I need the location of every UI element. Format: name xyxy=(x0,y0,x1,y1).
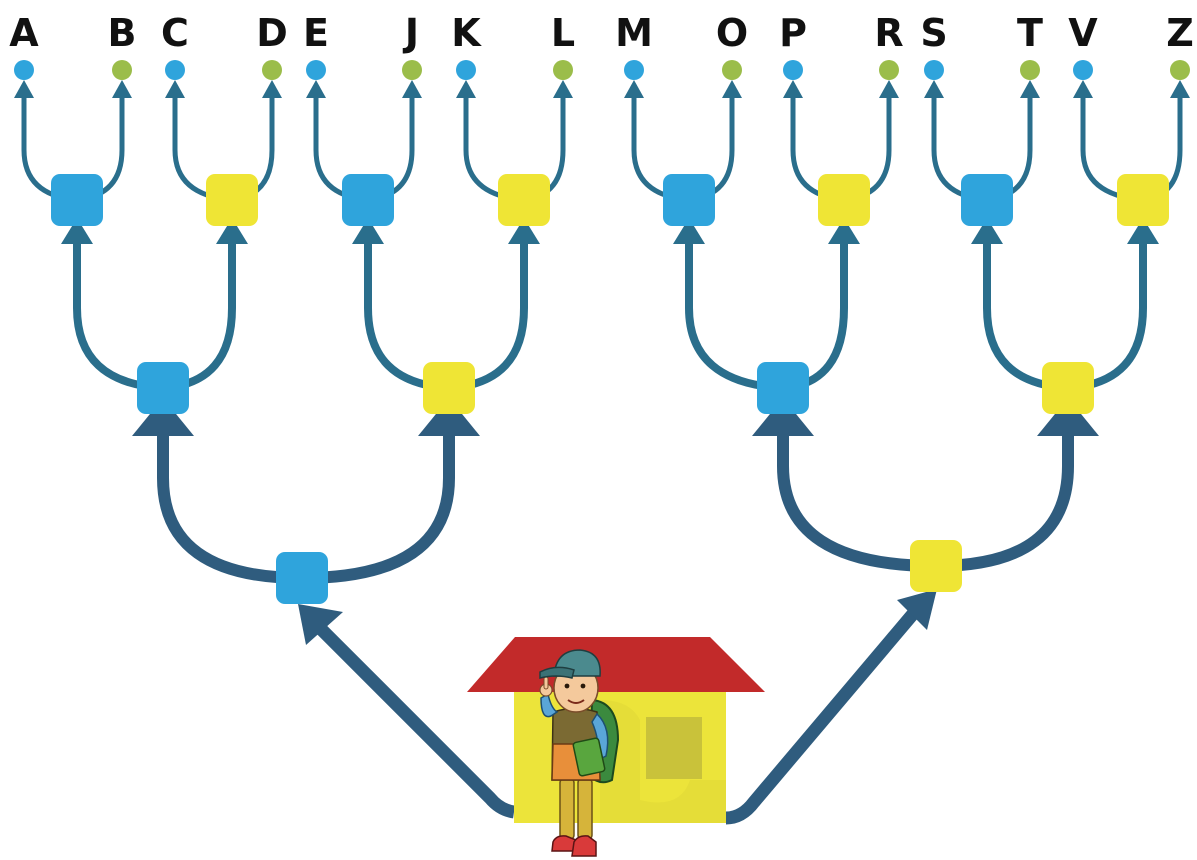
leaf-dot-green xyxy=(553,60,573,80)
leaf-dot-blue xyxy=(783,60,803,80)
leaf-label: O xyxy=(716,11,748,55)
leaf-label: P xyxy=(779,11,807,55)
yellow-node xyxy=(498,174,550,226)
arrowhead xyxy=(971,218,1003,244)
yellow-node xyxy=(1117,174,1169,226)
leaf-dot-blue xyxy=(306,60,326,80)
arrowhead xyxy=(402,80,422,98)
tree-nodes xyxy=(51,174,1169,604)
leaf-label: B xyxy=(108,11,137,55)
arrowhead xyxy=(828,218,860,244)
yellow-node xyxy=(818,174,870,226)
arrowhead xyxy=(456,80,476,98)
leaf-dot-green xyxy=(1170,60,1190,80)
yellow-node xyxy=(423,362,475,414)
arrowhead xyxy=(673,218,705,244)
leaf-label: C xyxy=(161,11,189,55)
arrowhead xyxy=(112,80,132,98)
edge xyxy=(935,432,1074,572)
arrowhead xyxy=(61,218,93,244)
edge xyxy=(777,432,937,572)
leaf-label: R xyxy=(874,11,903,55)
leaf-label: L xyxy=(551,11,575,55)
leaf-label: D xyxy=(256,11,288,55)
blue-node xyxy=(342,174,394,226)
leaf-label: Z xyxy=(1166,11,1194,55)
arrowhead xyxy=(722,80,742,98)
arrowhead xyxy=(924,80,944,98)
yellow-node xyxy=(206,174,258,226)
blue-node xyxy=(51,174,103,226)
arrowhead xyxy=(783,80,803,98)
arrowhead xyxy=(298,604,343,645)
leaf-dot-green xyxy=(402,60,422,80)
blue-node xyxy=(663,174,715,226)
arrowhead xyxy=(1037,398,1099,436)
arrowhead xyxy=(752,398,814,436)
arrowhead xyxy=(216,218,248,244)
leaf-dot-blue xyxy=(456,60,476,80)
arrowhead xyxy=(879,80,899,98)
leaf-dot-blue xyxy=(924,60,944,80)
leaf-label: A xyxy=(9,11,39,55)
arrowhead xyxy=(14,80,34,98)
edge xyxy=(313,621,516,819)
arrowhead xyxy=(1170,80,1190,98)
arrowhead xyxy=(132,398,194,436)
leaf-label: S xyxy=(920,11,947,55)
leaf-dot-blue xyxy=(1073,60,1093,80)
leaf-label: M xyxy=(615,11,653,55)
arrowhead xyxy=(553,80,573,98)
leaf-dot-blue xyxy=(165,60,185,80)
house-wall-shade xyxy=(600,700,726,823)
arrowhead xyxy=(418,398,480,436)
edge xyxy=(157,432,303,584)
yellow-node xyxy=(910,540,962,592)
leaf-label: E xyxy=(303,11,329,55)
leaf-dot-blue xyxy=(624,60,644,80)
leaf-dot-green xyxy=(112,60,132,80)
edge xyxy=(725,603,923,825)
leaf-dot-green xyxy=(262,60,282,80)
leaf-dot-green xyxy=(879,60,899,80)
blue-node xyxy=(961,174,1013,226)
edge xyxy=(301,432,455,584)
arrowhead xyxy=(1127,218,1159,244)
student-with-backpack-icon xyxy=(539,649,620,857)
arrowhead xyxy=(508,218,540,244)
leaf-dot-green xyxy=(722,60,742,80)
leaf-dot-blue xyxy=(14,60,34,80)
leaf-label: T xyxy=(1017,11,1043,55)
leaf-label: V xyxy=(1068,11,1098,55)
arrowhead xyxy=(897,589,937,630)
arrowhead xyxy=(1020,80,1040,98)
house-roof xyxy=(467,637,765,692)
arrowhead xyxy=(306,80,326,98)
blue-node xyxy=(137,362,189,414)
yellow-node xyxy=(1042,362,1094,414)
house-window xyxy=(646,717,702,779)
arrowhead xyxy=(1073,80,1093,98)
blue-node xyxy=(757,362,809,414)
leaf-label: J xyxy=(402,11,419,55)
arrowhead xyxy=(165,80,185,98)
arrowhead xyxy=(262,80,282,98)
arrowhead xyxy=(352,218,384,244)
arrowhead xyxy=(624,80,644,98)
leaf-label: K xyxy=(451,11,482,55)
blue-node xyxy=(276,552,328,604)
leaf-dot-green xyxy=(1020,60,1040,80)
